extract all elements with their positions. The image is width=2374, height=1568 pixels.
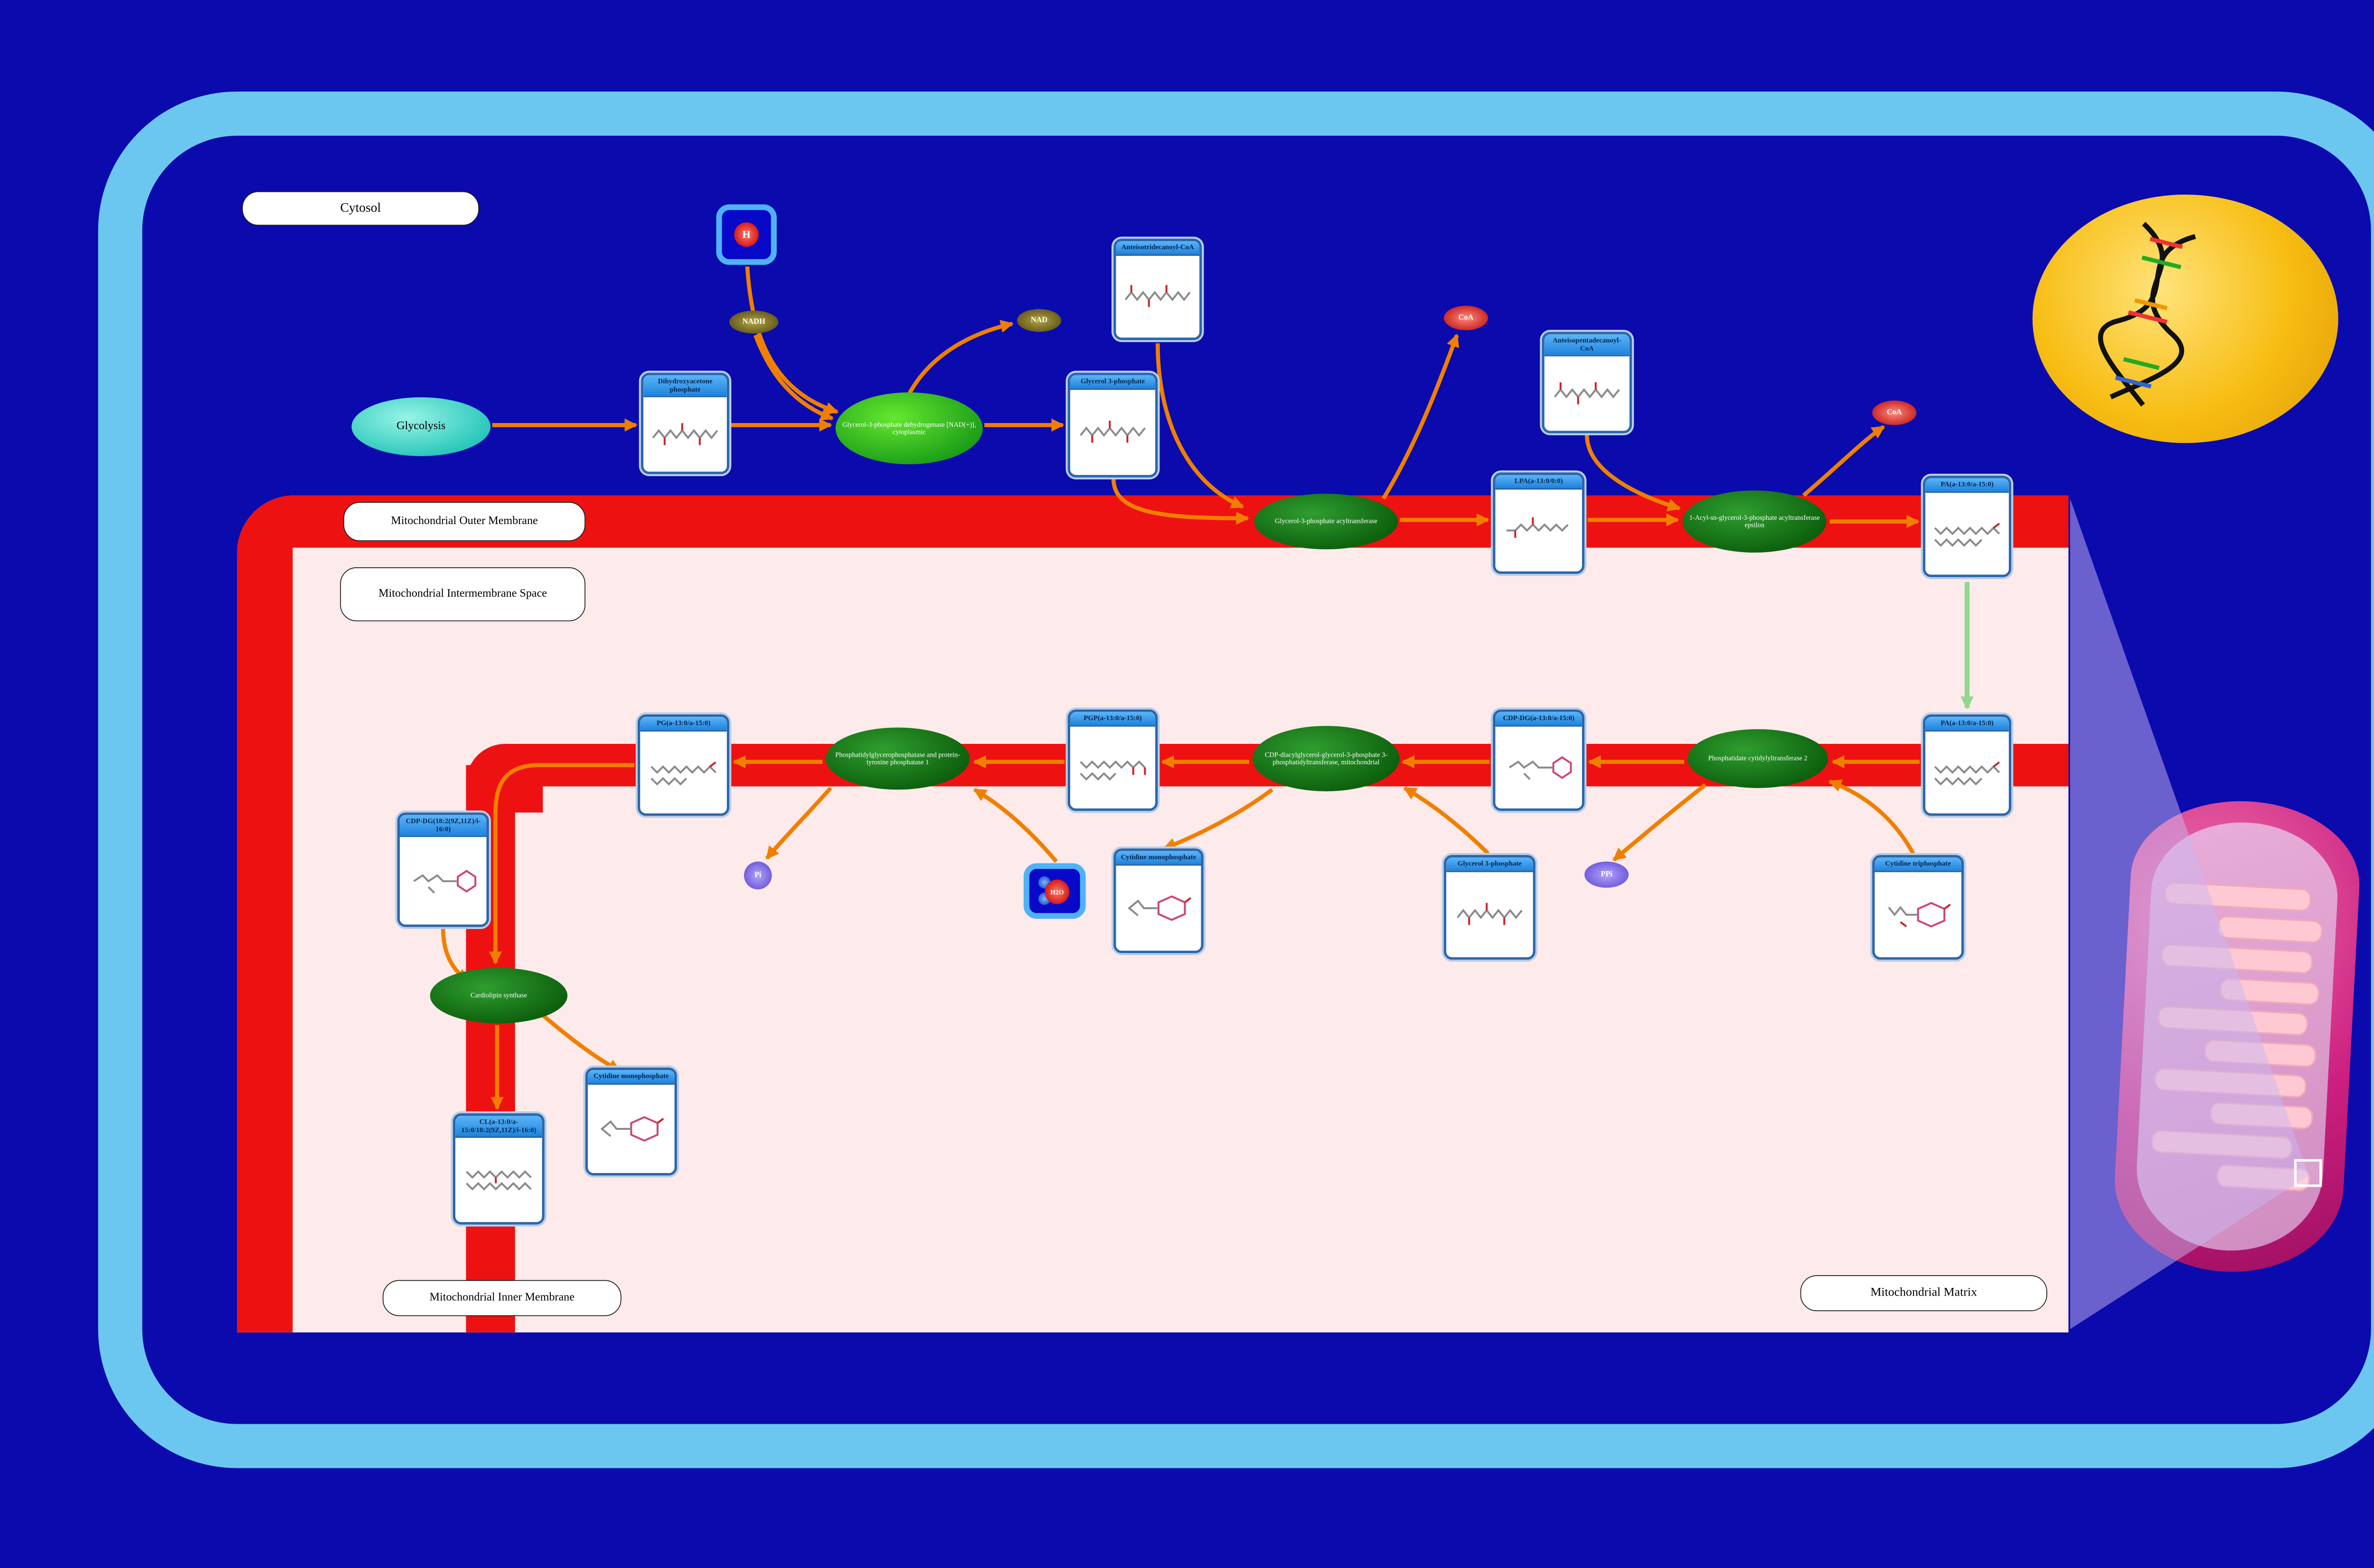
metabolite-g3p-matrix[interactable]: Glycerol 3-phosphate <box>1443 855 1536 960</box>
structure-drawing <box>455 1138 542 1222</box>
metabolite-title: Dihydroxyacetone phosphate <box>643 375 727 398</box>
metabolite-lpa[interactable]: LPA(a-13:0/0:0) <box>1493 472 1585 574</box>
nadh-node[interactable]: NADH <box>729 310 779 334</box>
water-oxygen-circle: H2O <box>1045 879 1070 904</box>
hydrogen-ion-icon[interactable]: H <box>716 204 777 265</box>
structure-drawing <box>1116 865 1201 951</box>
process-glycolysis[interactable]: Glycolysis <box>351 397 491 456</box>
enzyme-label: 1-Acyl-sn-glycerol-3-phosphate acyltrans… <box>1689 514 1820 529</box>
enzyme-label: Phosphatidate cytidylyltransferase 2 <box>1708 754 1808 762</box>
enzyme-label: CDP-diacylglycerol-glycerol-3-phosphate … <box>1264 751 1388 766</box>
metabolite-title: Anteisotridecanoyl-CoA <box>1116 241 1200 256</box>
metabolite-title: Cytidine triphosphate <box>1875 857 1961 872</box>
metabolite-cdp-dg-18[interactable]: CDP-DG(18:2(9Z,11Z)/i-16:0) <box>397 812 489 927</box>
cytosol-label: Cytosol <box>242 191 480 226</box>
metabolite-pa-cytosol[interactable]: PA(a-13:0/a-15:0) <box>1923 476 2011 577</box>
enzyme-cdp-dag-transferase[interactable]: CDP-diacylglycerol-glycerol-3-phosphate … <box>1253 726 1400 791</box>
intermembrane-space-label: Mitochondrial Intermembrane Space <box>340 567 585 621</box>
metabolite-anteisopentadecanoyl-coa[interactable]: Anteisopentadecanoyl-CoA <box>1542 332 1632 433</box>
metabolite-cdp-dg[interactable]: CDP-DG(a-13:0/a-15:0) <box>1493 709 1585 811</box>
glycolysis-label: Glycolysis <box>396 420 446 432</box>
structure-drawing <box>1495 489 1582 572</box>
metabolite-dhap[interactable]: Dihydroxyacetone phosphate <box>641 373 729 474</box>
structure-drawing <box>1544 357 1630 431</box>
dna-helix-icon <box>2098 222 2196 407</box>
structure-drawing <box>1925 492 2009 575</box>
coa-label: CoA <box>1886 408 1902 417</box>
metabolite-title: Cytidine monophosphate <box>1116 851 1201 865</box>
metabolite-title: PGP(a-13:0/a-15:0) <box>1070 712 1156 727</box>
zoom-target-square <box>2294 1159 2322 1187</box>
metabolite-title: CDP-DG(a-13:0/a-15:0) <box>1495 712 1582 727</box>
ppi-node[interactable]: PPi <box>1584 861 1629 888</box>
structure-drawing <box>1116 255 1200 338</box>
coa-label: CoA <box>1458 314 1474 322</box>
ppi-label: PPi <box>1601 870 1612 879</box>
structure-drawing <box>1495 726 1582 808</box>
water-molecule-art: H2O <box>1038 876 1071 906</box>
structure-drawing <box>643 397 727 472</box>
enzyme-cardiolipin-synthase[interactable]: Cardiolipin synthase <box>430 967 568 1023</box>
cell-membrane-outline <box>98 91 2374 1468</box>
structure-drawing <box>1070 389 1156 475</box>
outer-membrane-label-text: Mitochondrial Outer Membrane <box>391 515 538 527</box>
cytosol-label-text: Cytosol <box>340 201 381 215</box>
metabolite-g3p-cytosol[interactable]: Glycerol 3-phosphate <box>1067 373 1158 478</box>
nad-label: NAD <box>1030 316 1048 325</box>
metabolite-title: PA(a-13:0/a-15:0) <box>1925 478 2009 493</box>
structure-drawing <box>640 731 727 814</box>
structure-drawing <box>400 837 487 925</box>
mitochondrion-illustration <box>2110 795 2364 1278</box>
structure-drawing <box>588 1084 675 1173</box>
pi-node[interactable]: Pi <box>744 861 772 890</box>
coa-node-2[interactable]: CoA <box>1872 400 1917 425</box>
metabolite-title: Cytidine monophosphate <box>588 1070 675 1085</box>
coa-node-1[interactable]: CoA <box>1443 306 1488 330</box>
outer-membrane-label: Mitochondrial Outer Membrane <box>343 502 585 541</box>
metabolite-pa-matrix[interactable]: PA(a-13:0/a-15:0) <box>1923 714 2011 816</box>
enzyme-label: Cardiolipin synthase <box>470 992 527 999</box>
metabolite-title: Glycerol 3-phosphate <box>1070 375 1156 390</box>
structure-drawing <box>1875 872 1961 958</box>
metabolite-title: CL(a-13:0/a-15:0/18:2(9Z,11Z)/i-16:0) <box>455 1116 542 1138</box>
metabolite-cmp-cls[interactable]: Cytidine monophosphate <box>585 1067 677 1176</box>
hydrogen-ion-label: H <box>734 222 759 247</box>
enzyme-gpat[interactable]: Glycerol-3-phosphate acyltransferase <box>1254 494 1398 550</box>
metabolite-title: PG(a-13:0/a-15:0) <box>640 717 727 732</box>
nad-node[interactable]: NAD <box>1017 309 1062 332</box>
metabolite-pgp[interactable]: PGP(a-13:0/a-15:0) <box>1067 709 1158 811</box>
water-molecule-icon[interactable]: H2O <box>1023 863 1086 919</box>
enzyme-label: Glycerol-3-phosphate acyltransferase <box>1275 517 1377 525</box>
metabolite-title: Glycerol 3-phosphate <box>1446 857 1533 872</box>
mitochondrion-cristae-art <box>2132 817 2341 1256</box>
metabolite-title: Anteisopentadecanoyl-CoA <box>1544 334 1630 357</box>
inner-membrane-corner <box>466 743 543 813</box>
enzyme-pgp-phosphatase[interactable]: Phosphatidylglycerophosphatase and prote… <box>826 727 970 790</box>
pi-label: Pi <box>754 871 762 880</box>
inner-membrane-label-text: Mitochondrial Inner Membrane <box>429 1291 575 1304</box>
inner-membrane-label: Mitochondrial Inner Membrane <box>382 1280 622 1316</box>
metabolite-title: LPA(a-13:0/0:0) <box>1495 475 1582 489</box>
matrix-label: Mitochondrial Matrix <box>1800 1275 2047 1311</box>
metabolite-cardiolipin[interactable]: CL(a-13:0/a-15:0/18:2(9Z,11Z)/i-16:0) <box>452 1113 545 1225</box>
metabolite-pg[interactable]: PG(a-13:0/a-15:0) <box>638 714 729 816</box>
enzyme-pcyt2[interactable]: Phosphatidate cytidylyltransferase 2 <box>1687 729 1828 788</box>
outer-membrane-band-left <box>237 495 293 1333</box>
metabolite-ctp[interactable]: Cytidine triphosphate <box>1872 855 1964 960</box>
structure-drawing <box>1446 872 1533 958</box>
intermembrane-space-label-text: Mitochondrial Intermembrane Space <box>378 587 547 600</box>
metabolite-title: CDP-DG(18:2(9Z,11Z)/i-16:0) <box>400 815 487 837</box>
metabolite-anteisotridecanoyl-coa[interactable]: Anteisotridecanoyl-CoA <box>1113 238 1202 340</box>
nadh-label: NADH <box>742 318 765 327</box>
matrix-label-text: Mitochondrial Matrix <box>1870 1286 1978 1299</box>
metabolite-title: PA(a-13:0/a-15:0) <box>1925 717 2009 732</box>
nucleus-illustration <box>2032 194 2338 443</box>
structure-drawing <box>1070 726 1156 808</box>
enzyme-agpat[interactable]: 1-Acyl-sn-glycerol-3-phosphate acyltrans… <box>1682 490 1827 553</box>
enzyme-label: Phosphatidylglycerophosphatase and prote… <box>835 751 961 766</box>
enzyme-gpd[interactable]: Glycerol-3-phosphate dehydrogenase [NAD(… <box>835 392 983 465</box>
enzyme-label: Glycerol-3-phosphate dehydrogenase [NAD(… <box>842 421 976 436</box>
structure-drawing <box>1925 731 2009 814</box>
metabolite-cmp-matrix[interactable]: Cytidine monophosphate <box>1113 848 1204 953</box>
